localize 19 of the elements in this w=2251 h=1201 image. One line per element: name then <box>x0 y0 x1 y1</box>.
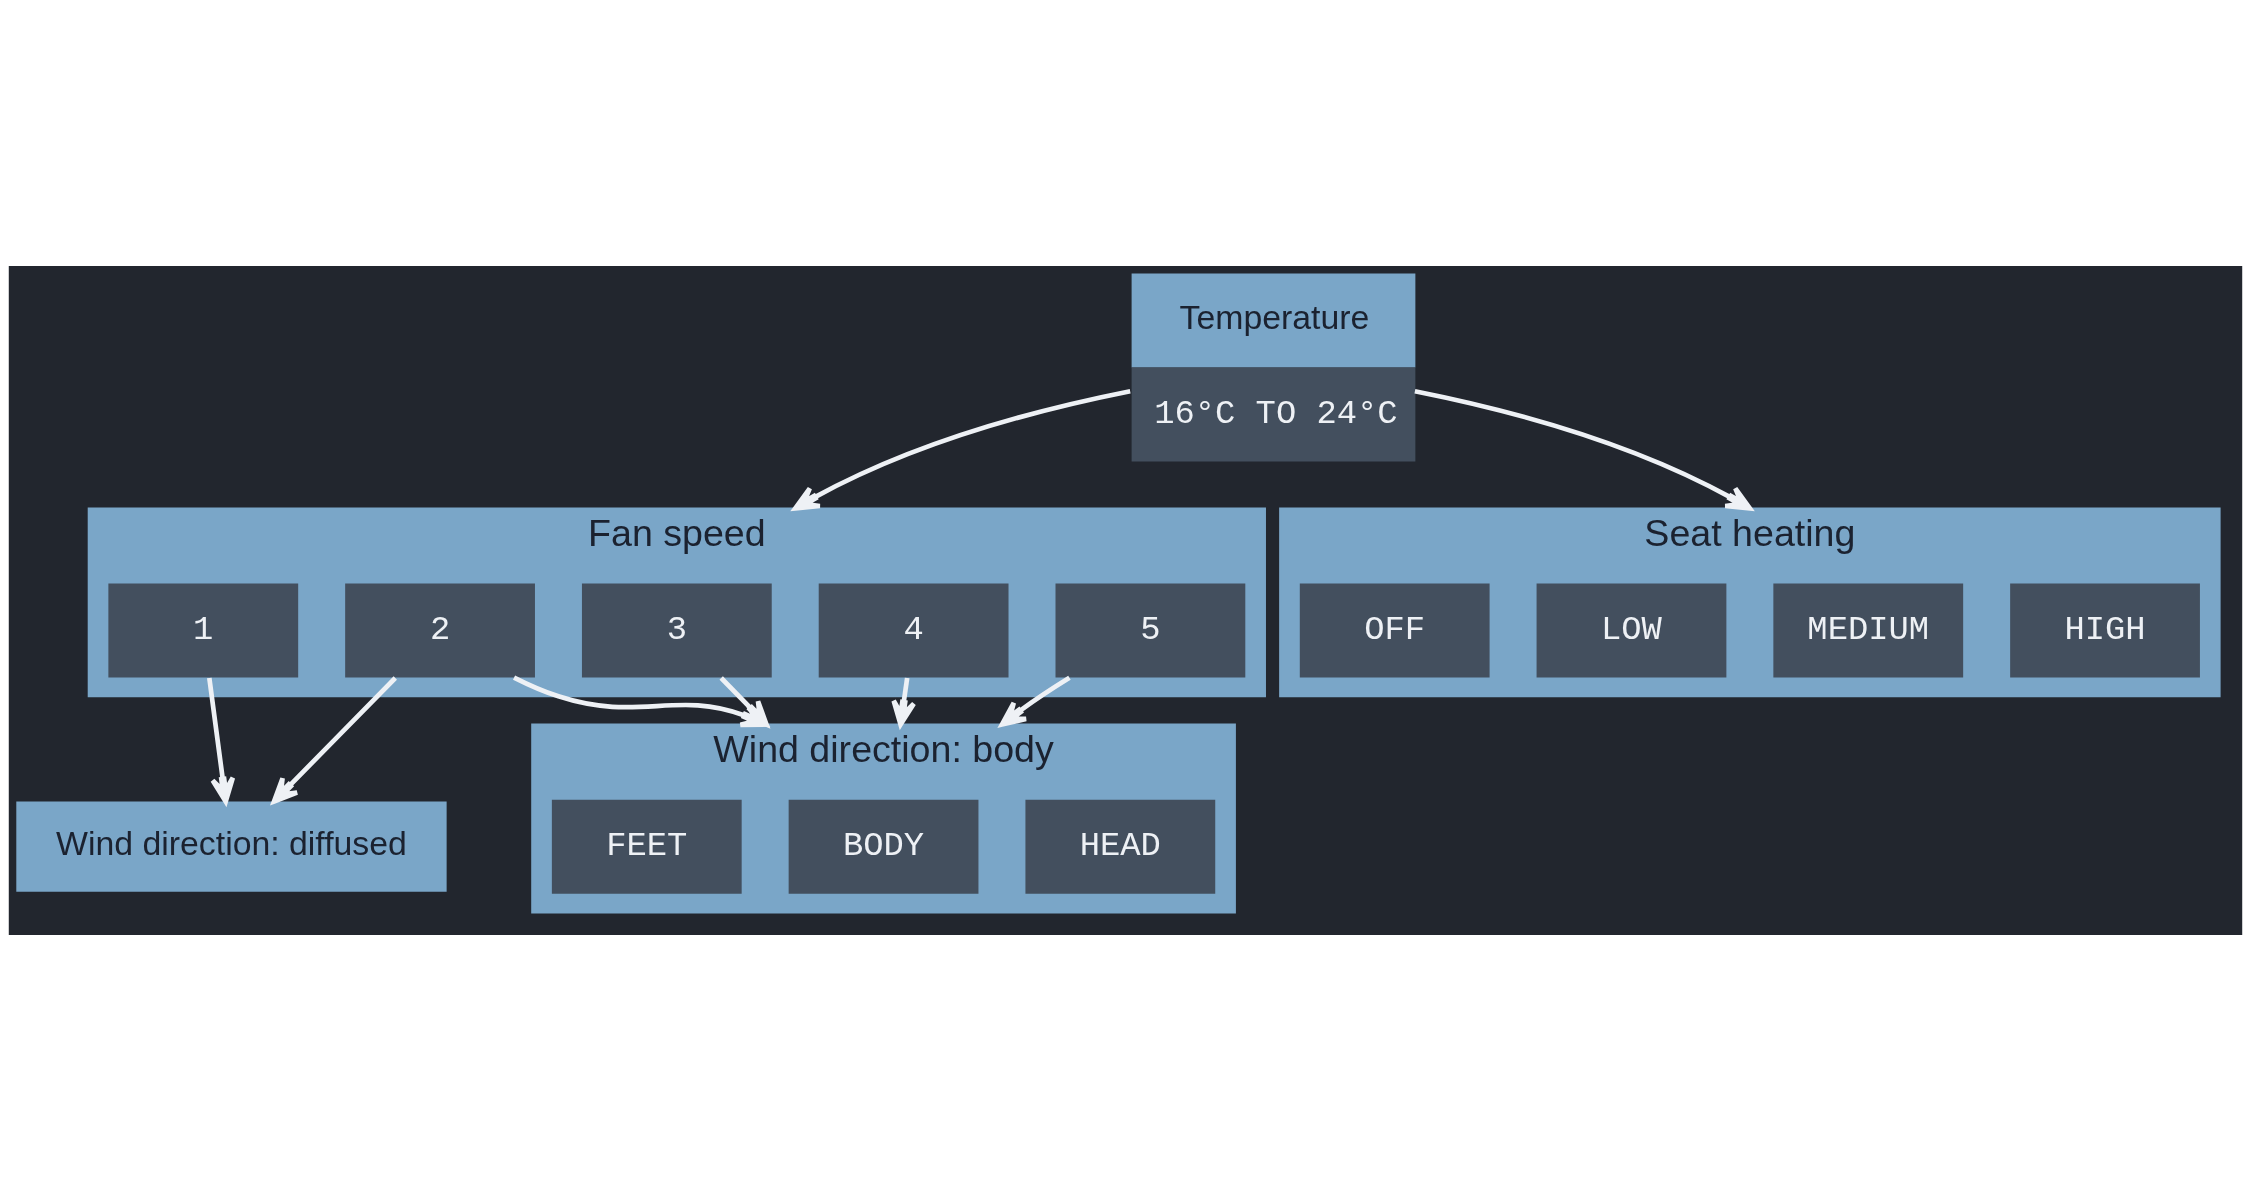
node-box: 2 <box>345 583 535 678</box>
arrow <box>891 677 917 727</box>
node-box: LOW <box>1536 583 1727 678</box>
node-box: HEAD <box>1025 799 1216 894</box>
arrow <box>207 677 236 804</box>
node-box: 3 <box>581 583 772 678</box>
arrow <box>792 388 1131 511</box>
node-box: 1 <box>108 583 299 678</box>
node-box: MEDIUM <box>1773 583 1964 678</box>
node-box: FEET <box>551 799 742 894</box>
arrow <box>271 676 397 804</box>
arrow <box>999 675 1071 727</box>
node-box: Wind direction: diffused <box>16 801 447 892</box>
node-box: BODY <box>788 799 979 894</box>
node-box: OFF <box>1299 583 1490 678</box>
node-box: HIGH <box>2010 583 2200 678</box>
node-box: 4 <box>818 583 1009 678</box>
arrow <box>1414 388 1753 511</box>
node-box: 5 <box>1055 583 1246 678</box>
